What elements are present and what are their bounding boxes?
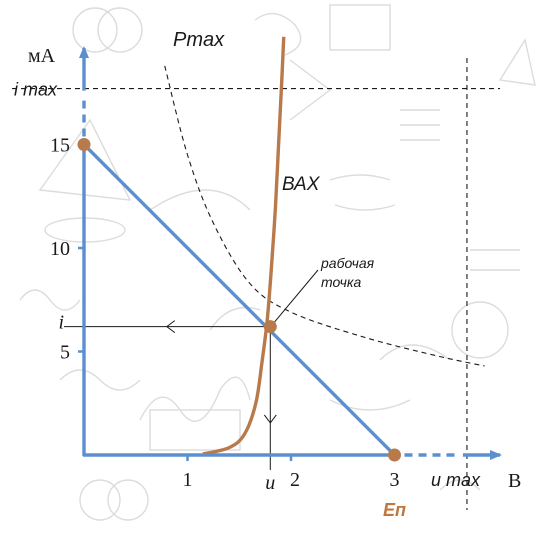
x-tick-label-1: 1 <box>183 469 193 491</box>
working-point-label-line2: точка <box>321 274 362 290</box>
working-point-label-line1: рабочая <box>320 255 375 271</box>
load-line <box>82 143 396 457</box>
y-intercept-point <box>77 138 91 151</box>
ep-point <box>388 448 401 462</box>
pmax-label: Pmax <box>173 29 225 51</box>
voltage-projection-arrowhead <box>263 414 277 424</box>
u-marker-label: u <box>265 472 275 494</box>
y-tick-label-15: 15 <box>50 135 70 157</box>
y-tick-label-10: 10 <box>50 238 70 260</box>
ep-label: Eп <box>383 500 406 520</box>
y-tick-label-5: 5 <box>60 342 70 364</box>
current-projection-arrowhead <box>165 320 176 334</box>
background-math-doodles <box>19 4 536 521</box>
x-tick-label-2: 2 <box>290 469 300 491</box>
working-point-leader-line <box>271 269 319 325</box>
pmax-hyperbola <box>164 65 485 367</box>
vax-label: ВАХ <box>282 174 321 195</box>
imax-marker-label: i max <box>14 80 58 100</box>
x-tick-label-3: 3 <box>390 469 400 491</box>
y-axis-unit-label: мА <box>28 45 56 67</box>
x-axis-unit-label: В <box>508 470 521 492</box>
vax-curve <box>202 36 286 456</box>
i-marker-label: i <box>58 312 64 334</box>
umax-marker-label: u max <box>431 470 481 490</box>
working-point <box>263 320 277 334</box>
